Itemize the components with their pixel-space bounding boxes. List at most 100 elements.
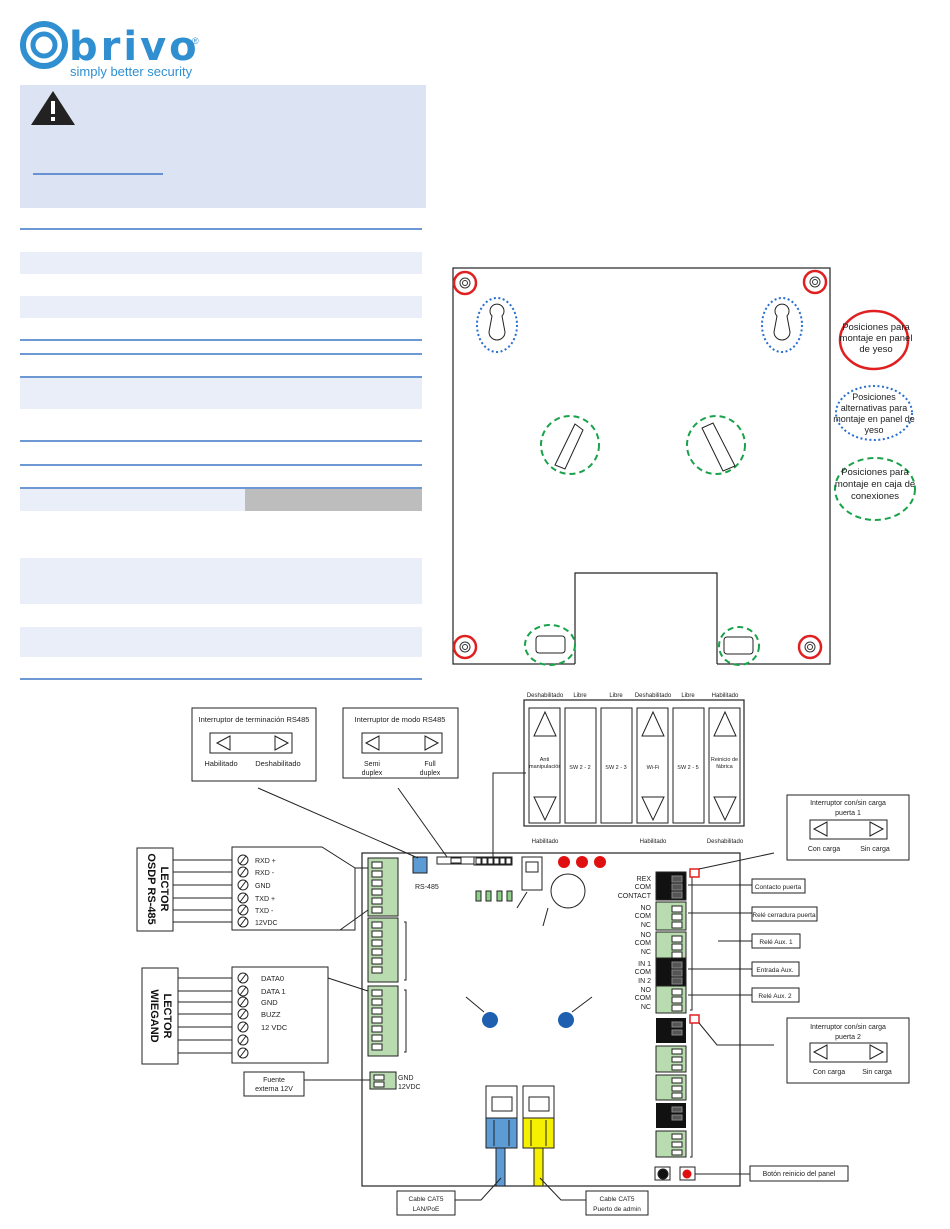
logo-ring-icon	[20, 21, 68, 69]
spec-table	[20, 228, 422, 680]
term-label: COM	[635, 884, 652, 891]
wiegand-terminal: GND	[261, 998, 278, 1007]
door2-switch-callout: Interruptor con/sin carga puerta 2 Con c…	[786, 1017, 910, 1084]
power-gnd-label: GND	[398, 1075, 414, 1082]
dip-switch-header[interactable]	[473, 856, 513, 866]
cable-labels: Cable CAT5 LAN/PoE Cable CAT5 Puerto de …	[396, 1177, 649, 1216]
arrow-up-icon	[641, 710, 665, 737]
term-label: NO	[641, 987, 652, 994]
drywall-screw-hole	[452, 270, 478, 296]
black-button[interactable]	[657, 1168, 669, 1180]
door2-toggle[interactable]	[809, 1042, 888, 1063]
panel-reset-button[interactable]	[682, 1169, 692, 1179]
dip-name: Reinicio de fábrica	[710, 757, 739, 770]
arrow-left-icon	[364, 735, 380, 751]
door1-title1: Interruptor con/sin carga	[810, 800, 886, 807]
legend-drywall: Posiciones para montaje en panel de yeso	[839, 322, 913, 355]
rs485-mode-right2: duplex	[420, 770, 441, 777]
aux-input-block	[655, 957, 687, 987]
door1-toggle[interactable]	[809, 819, 888, 840]
admin-port	[522, 1085, 555, 1187]
term-label: NC	[641, 949, 651, 956]
arrow-down-icon	[533, 796, 557, 822]
term-label: IN 1	[638, 961, 651, 968]
term-label: COM	[635, 940, 652, 947]
power-label1: Fuente	[263, 1077, 285, 1084]
wiegand-terminal: DATA0	[261, 974, 284, 983]
registered-mark: ®	[192, 36, 199, 46]
dip-bottom-label: Habilitado	[640, 839, 667, 845]
rs485-mode-toggle[interactable]	[361, 732, 443, 754]
door2-load-jumper[interactable]	[689, 1014, 700, 1024]
alt-drywall-keyhole	[761, 297, 803, 353]
arrow-right-icon	[869, 1044, 885, 1060]
rs485-term-right: Deshabilitado	[255, 759, 300, 768]
door2-title2: puerta 2	[835, 1034, 861, 1041]
brivo-logo: brivo ® simply better security	[20, 21, 200, 79]
drywall-screw-hole	[802, 269, 828, 295]
dip-name: Anti manipulación	[529, 757, 560, 770]
logo-inner-ring-icon	[30, 31, 58, 59]
power-terminal-block	[369, 1071, 397, 1090]
status-led	[594, 856, 606, 868]
arrow-right-icon	[274, 735, 290, 751]
arrow-left-icon	[812, 821, 828, 837]
screw-terminal-icon	[237, 854, 249, 928]
legend-blue-circle	[835, 385, 913, 441]
mounting-plate	[452, 267, 831, 666]
warning-background	[20, 85, 426, 208]
term-label: COM	[635, 913, 652, 920]
rs485-termination-callout: Interruptor de terminación RS485 Habilit…	[191, 707, 317, 782]
dip-name: SW 2 - 5	[677, 765, 698, 771]
rs485-term-title: Interruptor de terminación RS485	[199, 715, 310, 724]
dip-name: Wi-Fi	[647, 765, 660, 771]
door2-title1: Interruptor con/sin carga	[810, 1024, 886, 1031]
wiegand-reader: LECTOR WIEGAND DATA0 DATA 1 GND BUZZ 12 …	[141, 966, 369, 1065]
status-led	[576, 856, 588, 868]
door1-left: Con carga	[808, 846, 840, 853]
osdp-reader-label1: LECTOR	[158, 866, 170, 911]
door2-left: Con carga	[813, 1069, 845, 1076]
callout-door-lock: Relé cerradura puerta	[752, 912, 816, 919]
osdp-terminal: TXD -	[255, 908, 274, 915]
term-label: NC	[641, 1004, 651, 1011]
term-label: NC	[641, 922, 651, 929]
junction-box-slot	[540, 415, 600, 475]
dip-switch[interactable]	[672, 707, 705, 824]
dip-name: SW 2 - 3	[605, 765, 626, 771]
wiegand-terminal-block-1	[367, 917, 399, 983]
aux-relay1-block	[655, 931, 687, 961]
control-board: RS-485 GND 12VDC	[257, 772, 775, 1187]
gray-cell	[245, 489, 422, 511]
dip-switch[interactable]	[600, 707, 633, 824]
brand-name: brivo	[69, 24, 200, 70]
junction-box-slot	[524, 624, 576, 666]
term-label: NO	[641, 932, 652, 939]
buzzer	[550, 873, 586, 909]
dip-bottom-label: Deshabilitado	[707, 839, 744, 845]
arrow-left-icon	[812, 1044, 828, 1060]
right-callouts: Contacto puerta Relé cerradura puerta Re…	[688, 878, 849, 1182]
term-label: COM	[635, 969, 652, 976]
blue-button[interactable]	[558, 1012, 574, 1028]
junction-box-slot	[718, 626, 760, 666]
rs485-terminal-block	[367, 857, 399, 917]
rs485-termination-switch[interactable]	[412, 856, 428, 874]
osdp-terminal: GND	[255, 883, 271, 890]
legend-green-circle	[834, 457, 916, 521]
door1-load-jumper[interactable]	[689, 868, 700, 878]
door2-blocks	[655, 1018, 687, 1158]
osdp-terminal: RXD +	[255, 858, 276, 865]
dip-top-label: Habilitado	[712, 693, 739, 699]
blue-button[interactable]	[482, 1012, 498, 1028]
brand-tagline: simply better security	[70, 64, 193, 79]
osdp-reader-label2: OSDP RS-485	[145, 853, 157, 924]
arrow-right-icon	[424, 735, 440, 751]
callout-door-contact: Contacto puerta	[755, 884, 802, 891]
door1-right: Sin carga	[860, 846, 890, 853]
door1-contact-block	[655, 871, 687, 901]
arrow-up-icon	[533, 710, 557, 737]
lan-poe-port	[485, 1085, 518, 1187]
dip-switch[interactable]	[564, 707, 597, 824]
